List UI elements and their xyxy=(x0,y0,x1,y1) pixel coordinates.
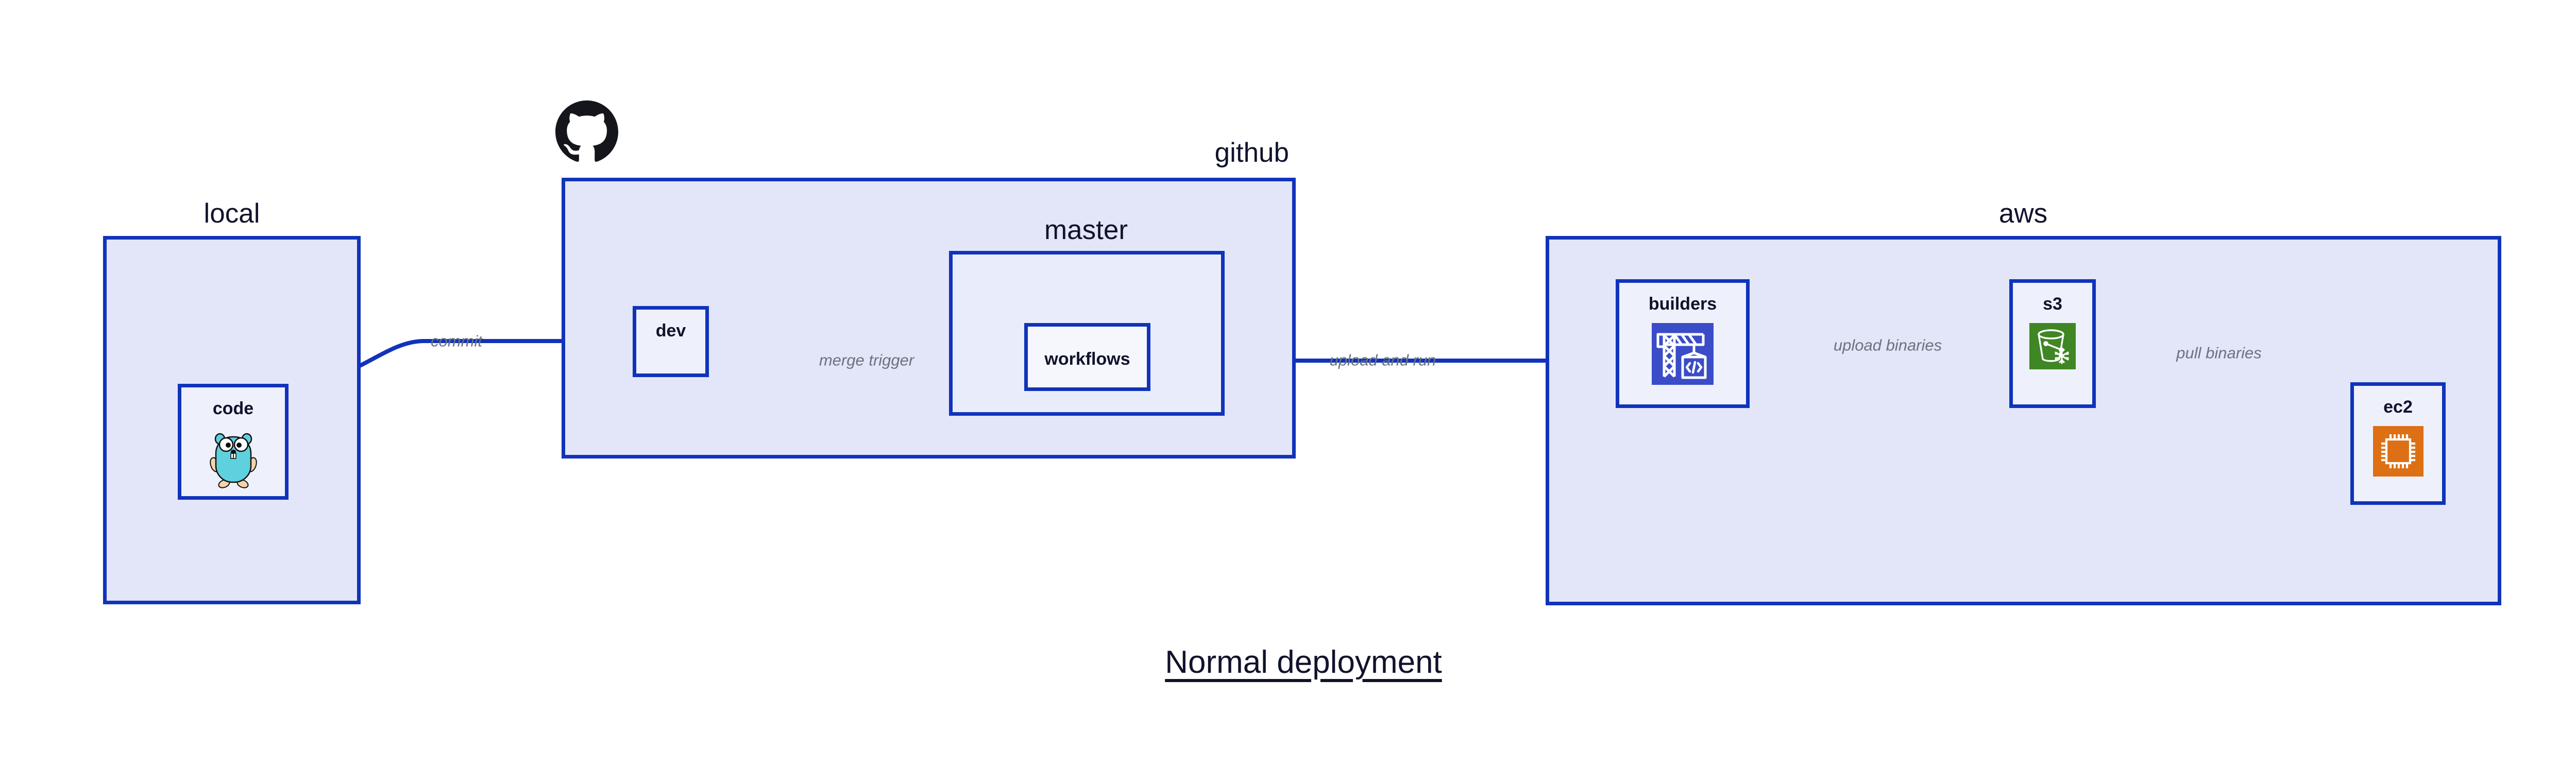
node-workflows[interactable]: workflows xyxy=(1024,323,1150,391)
node-s3[interactable]: s3 xyxy=(2009,279,2096,408)
node-dev-label: dev xyxy=(655,321,686,341)
node-dev[interactable]: dev xyxy=(633,306,709,377)
node-workflows-label: workflows xyxy=(1044,349,1130,369)
node-ec2[interactable]: ec2 xyxy=(2350,382,2446,505)
go-gopher-icon xyxy=(209,428,258,491)
group-github-label: github xyxy=(1214,138,1289,168)
node-builders[interactable]: builders xyxy=(1616,279,1750,408)
node-s3-label: s3 xyxy=(2043,294,2062,314)
edge-label-upload-binaries: upload binaries xyxy=(1833,336,1942,354)
crane-code-icon xyxy=(1652,323,1714,387)
edge-label-pull-binaries: pull binaries xyxy=(2176,344,2262,362)
group-master-label: master xyxy=(1044,215,1128,245)
group-local-label: local xyxy=(204,198,260,229)
node-code[interactable]: code xyxy=(178,384,289,500)
group-aws-label: aws xyxy=(1998,198,2048,229)
node-ec2-label: ec2 xyxy=(2383,397,2413,417)
cpu-chip-icon xyxy=(2372,426,2424,479)
github-octocat-icon xyxy=(555,100,618,163)
edge-label-merge-trigger: merge trigger xyxy=(819,351,914,369)
diagram-title: Normal deployment xyxy=(1165,644,1442,680)
edge-label-upload-and-run: upload and run xyxy=(1329,351,1436,369)
node-builders-label: builders xyxy=(1648,294,1717,314)
node-code-label: code xyxy=(212,399,254,418)
edge-label-commit: commit xyxy=(431,332,482,350)
s3-bucket-glacier-icon xyxy=(2029,323,2076,372)
